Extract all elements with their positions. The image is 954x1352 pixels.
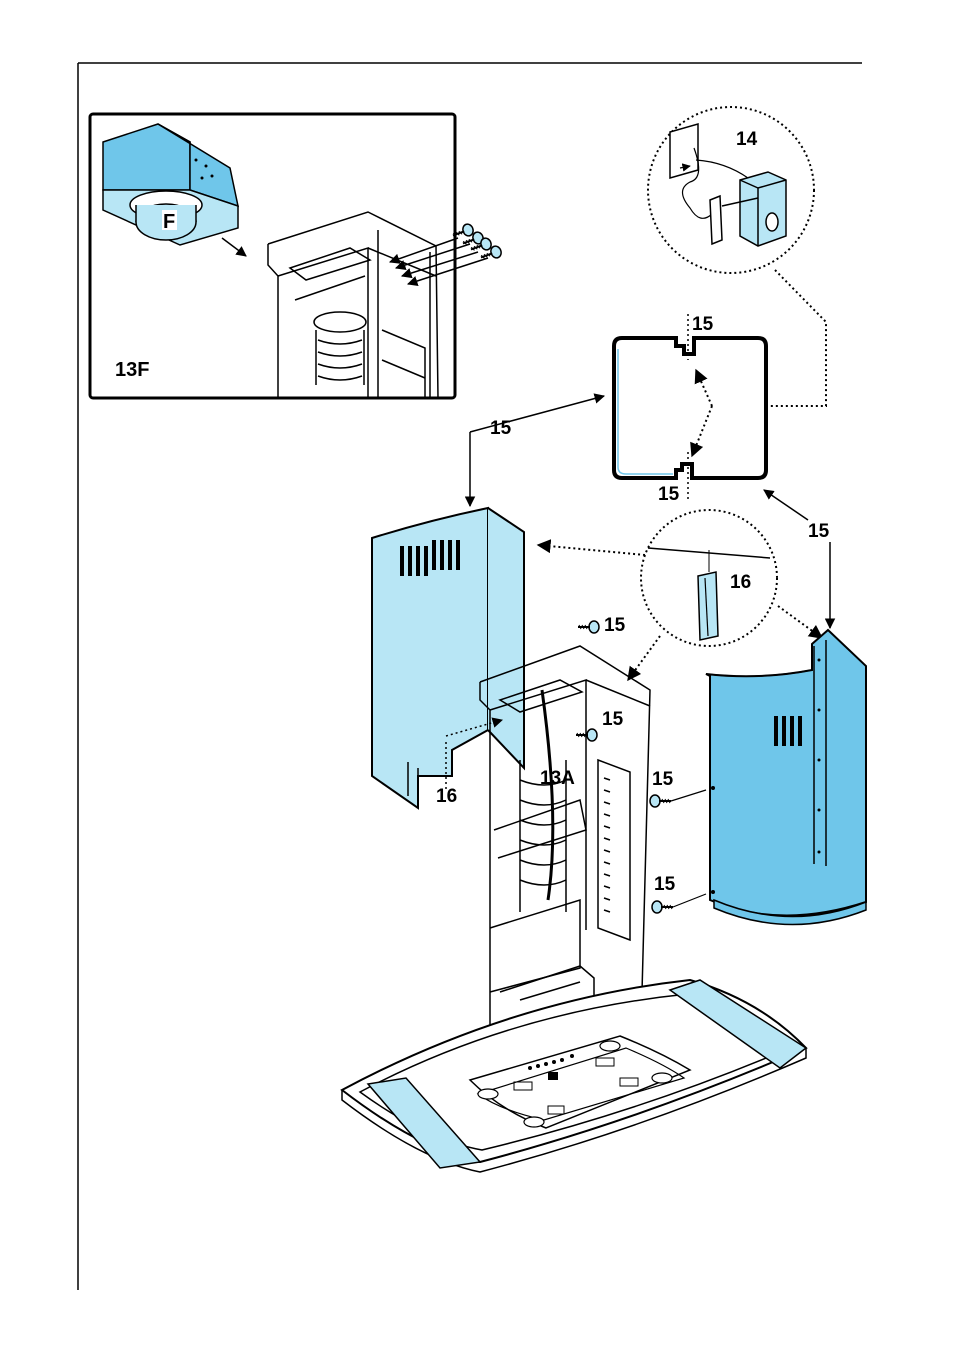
callout-screw-inner: 15 <box>602 709 624 730</box>
corner-detail: 15 15 <box>614 314 766 505</box>
zoom-circle-strip: 16 <box>538 510 822 680</box>
callout-left-panel: 15 <box>490 418 512 439</box>
inset-13f: F 13F <box>90 114 503 398</box>
callout-right-panel: 15 <box>808 521 830 542</box>
filter-label: F <box>163 211 175 233</box>
callout-screw-top: 15 <box>604 615 626 636</box>
hood-canopy <box>342 980 806 1172</box>
callout-strip: 16 <box>730 572 751 593</box>
callout-panel-screw-top: 15 <box>652 769 674 790</box>
callout-corner-bottom: 15 <box>658 484 680 505</box>
center-tower <box>480 646 650 1028</box>
inset-figure-label: 13F <box>115 359 149 381</box>
callout-panel-screw-bottom: 15 <box>654 874 676 895</box>
tower-label: 13A <box>540 768 575 789</box>
right-chimney-panel <box>706 630 866 925</box>
callout-strip-left: 16 <box>436 786 457 807</box>
callout-bracket: 14 <box>736 129 758 150</box>
left-chimney-panel: 16 <box>372 508 524 808</box>
callout-corner-top: 15 <box>692 314 714 335</box>
